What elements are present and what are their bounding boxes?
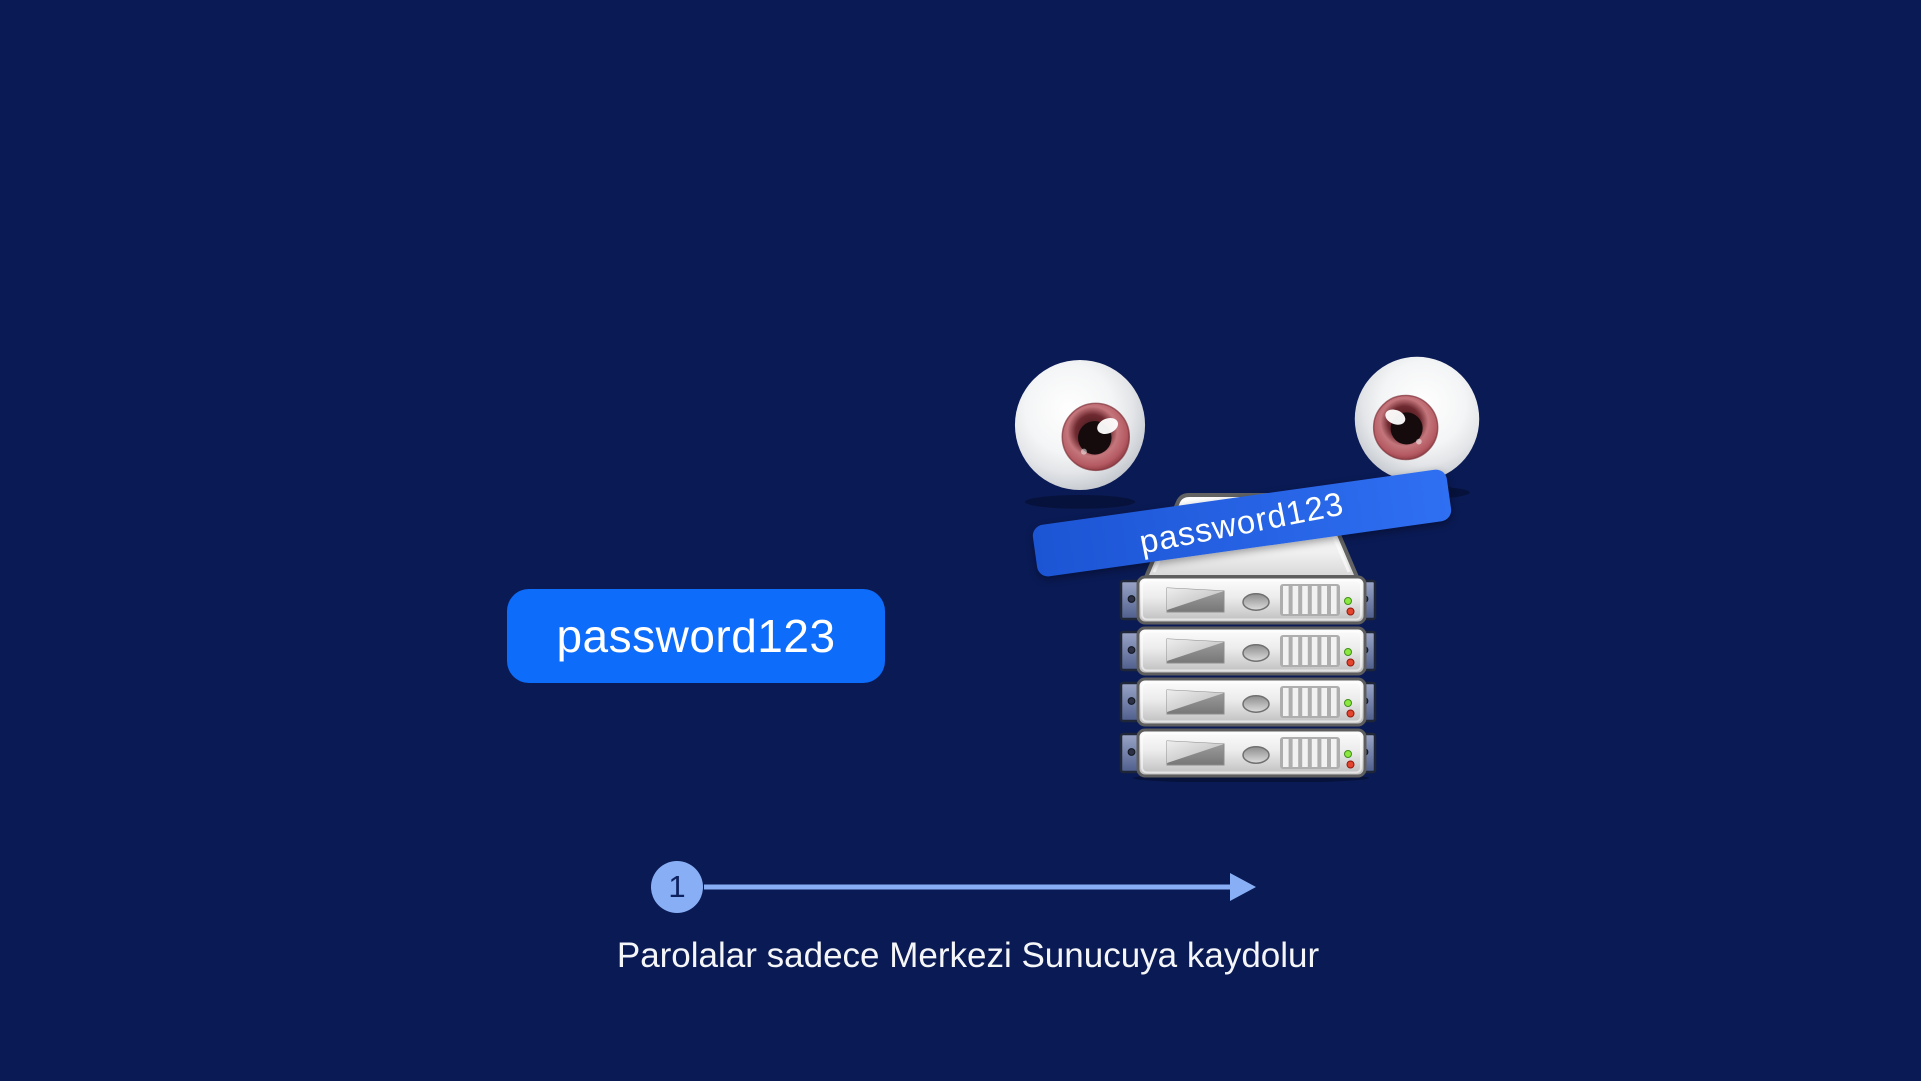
step-number: 1 — [668, 869, 686, 904]
caption: Parolalar sadece Merkezi Sunucuya kaydol… — [616, 936, 1320, 975]
eye-glint — [1097, 418, 1119, 434]
password-label-text: password123 — [556, 610, 836, 662]
step-1-badge: 1 — [651, 861, 703, 913]
eyeball-icon — [1014, 359, 1146, 509]
eye-shadow — [1024, 494, 1136, 509]
eye-glint — [1385, 409, 1406, 425]
eye-glint-small — [1416, 438, 1422, 445]
arrow-right-icon — [704, 873, 1256, 901]
server-units — [1119, 575, 1377, 778]
password-label: password123 — [507, 589, 885, 683]
eye-glint-small — [1080, 448, 1087, 455]
